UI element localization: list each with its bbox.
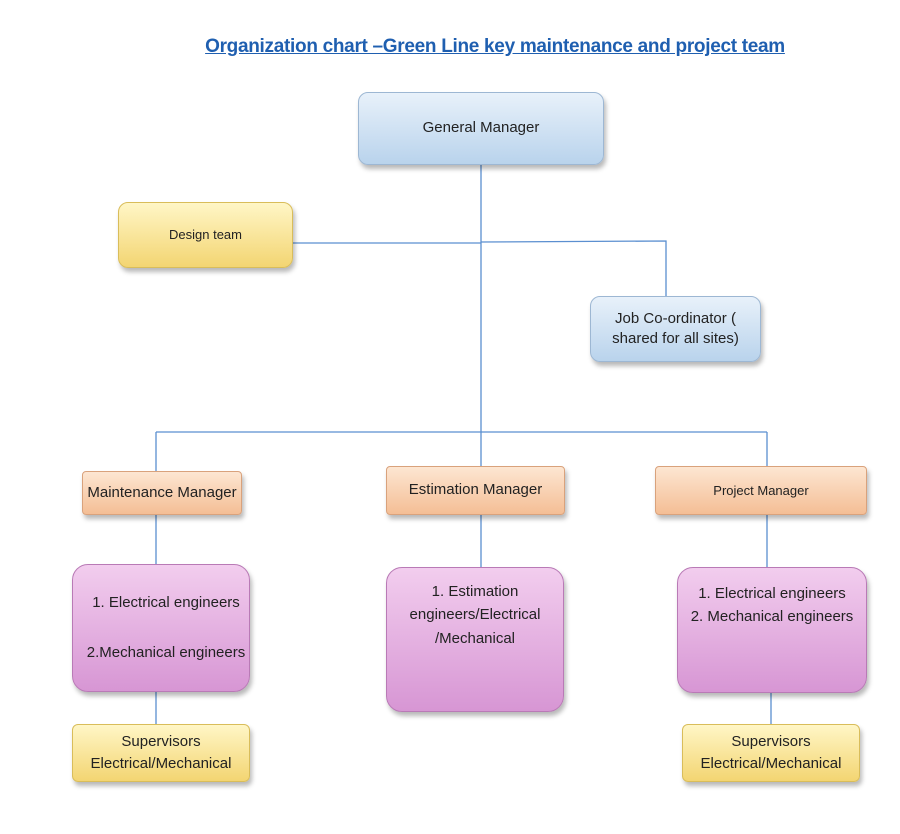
node-label-line: 1. Estimation [431, 583, 519, 600]
node-label-line: /Mechanical [434, 629, 516, 647]
node-project-manager: Project Manager [655, 466, 867, 515]
node-label-line: Electrical/Mechanical [700, 755, 842, 772]
node-label: Design team [169, 227, 242, 243]
node-design-team: Design team [118, 202, 293, 268]
chart-title: Organization chart –Green Line key maint… [205, 36, 785, 57]
node-label-line: 1. Electrical engineers [92, 593, 240, 611]
node-label-line: engineers/Electrical [409, 606, 541, 624]
node-label-line: 2.Mechanical engineers [86, 644, 246, 661]
node-label-line: 2. Mechanical engineers [690, 608, 854, 626]
node-label-line: 1. Electrical engineers [698, 585, 846, 602]
node-label: Project Manager [713, 482, 809, 498]
node-job-coordinator: Job Co-ordinator ( shared for all sites) [590, 296, 761, 362]
node-label: Maintenance Manager [87, 483, 237, 501]
node-general-manager: General Manager [358, 92, 604, 165]
node-label-line: Job Co-ordinator ( [615, 309, 736, 327]
node-project-engineers: 1. Electrical engineers 2. Mechanical en… [677, 567, 867, 693]
node-estimation-manager: Estimation Manager [386, 466, 565, 515]
node-label: Estimation Manager [408, 481, 543, 499]
node-estimation-engineers: 1. Estimation engineers/Electrical /Mech… [386, 567, 564, 712]
connector-job-coordinator [480, 240, 667, 296]
node-project-supervisors: Supervisors Electrical/Mechanical [682, 724, 860, 782]
node-maintenance-engineers: 1. Electrical engineers 2.Mechanical eng… [72, 564, 250, 692]
node-maintenance-supervisors: Supervisors Electrical/Mechanical [72, 724, 250, 782]
node-label-line: Electrical/Mechanical [90, 755, 232, 772]
node-label-line: Supervisors [731, 733, 811, 751]
node-label-line: shared for all sites) [612, 330, 739, 347]
node-maintenance-manager: Maintenance Manager [82, 471, 242, 515]
node-label: General Manager [422, 119, 540, 137]
node-label-line: Supervisors [121, 733, 201, 751]
